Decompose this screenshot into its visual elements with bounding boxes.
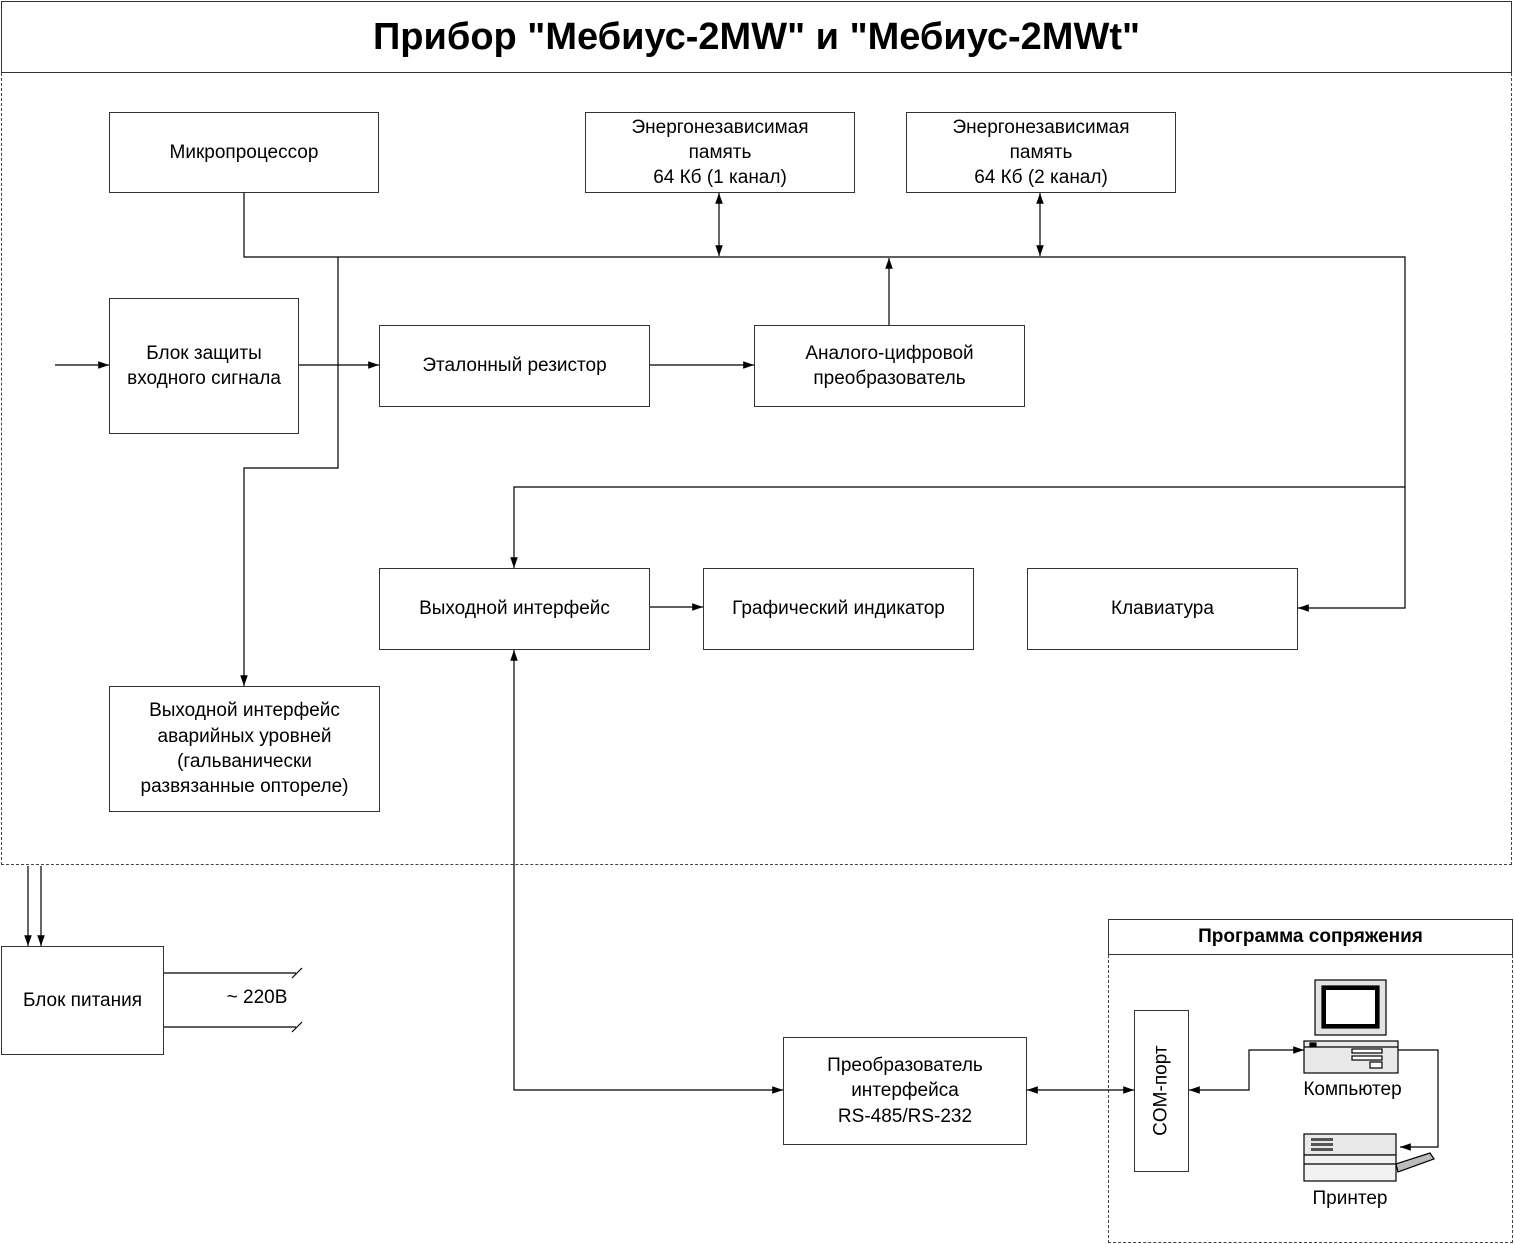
converter-block: Преобразователь интерфейса RS-485/RS-232 xyxy=(783,1037,1027,1145)
microprocessor-label: Микропроцессор xyxy=(169,141,319,163)
alarm-interface-label: Выходной интерфейс аварийных уровней (га… xyxy=(140,700,349,798)
bus-line xyxy=(243,192,1406,612)
com-to-computer xyxy=(1189,1046,1304,1094)
computer-label: Компьютер xyxy=(1303,1079,1402,1100)
input-protection-label: Блок защиты входного сигнала xyxy=(127,342,281,389)
com-port-label: COM-порт xyxy=(1150,1045,1172,1137)
program-header-bar: Программа сопряжения xyxy=(1108,919,1513,955)
graphic-indicator-block: Графический индикатор xyxy=(703,568,974,650)
mains-label: ~ 220В xyxy=(226,987,288,1008)
graphic-indicator-label: Графический индикатор xyxy=(732,598,945,620)
reference-resistor-block: Эталонный резистор xyxy=(379,325,650,407)
alarm-branch xyxy=(240,257,339,686)
adc-label: Аналого-цифровой преобразователь xyxy=(805,342,974,389)
adc-block: Аналого-цифровой преобразователь xyxy=(754,325,1025,407)
output-to-converter xyxy=(510,650,783,1094)
com-port-block: COM-порт xyxy=(1134,1010,1189,1172)
memory1-label: Энергонезависимая память 64 Кб (1 канал) xyxy=(631,116,809,189)
memory2-block: Энергонезависимая память 64 Кб (2 канал) xyxy=(906,112,1176,193)
output-interface-label: Выходной интерфейс xyxy=(419,598,610,620)
computer-icon xyxy=(1303,979,1399,1074)
memory2-label: Энергонезависимая память 64 Кб (2 канал) xyxy=(952,116,1130,189)
memory1-block: Энергонезависимая память 64 Кб (1 канал) xyxy=(585,112,855,193)
printer-label: Принтер xyxy=(1312,1188,1388,1209)
program-boundary xyxy=(1108,955,1513,1243)
program-header: Программа сопряжения xyxy=(1198,926,1423,947)
mains-tick-2 xyxy=(291,1021,303,1033)
mains-tick-1 xyxy=(291,967,303,979)
power-supply-label: Блок питания xyxy=(22,989,143,1011)
keyboard-block: Клавиатура xyxy=(1027,568,1298,650)
power-supply-block: Блок питания xyxy=(1,946,164,1055)
alarm-interface-block: Выходной интерфейс аварийных уровней (га… xyxy=(109,686,380,812)
computer-to-printer xyxy=(1398,1049,1439,1151)
output-branch xyxy=(510,486,1405,568)
reference-resistor-label: Эталонный резистор xyxy=(422,355,607,377)
keyboard-label: Клавиатура xyxy=(1111,598,1214,620)
microprocessor-block: Микропроцессор xyxy=(109,112,379,193)
printer-icon xyxy=(1303,1133,1435,1182)
converter-label: Преобразователь интерфейса RS-485/RS-232 xyxy=(827,1055,983,1127)
diagram-title: Прибор "Мебиус-2MW" и "Мебиус-2MWt" xyxy=(372,15,1141,58)
output-interface-block: Выходной интерфейс xyxy=(379,568,650,650)
input-protection-block: Блок защиты входного сигнала xyxy=(109,298,299,434)
diagram-title-bar: Прибор "Мебиус-2MW" и "Мебиус-2MWt" xyxy=(1,1,1512,73)
